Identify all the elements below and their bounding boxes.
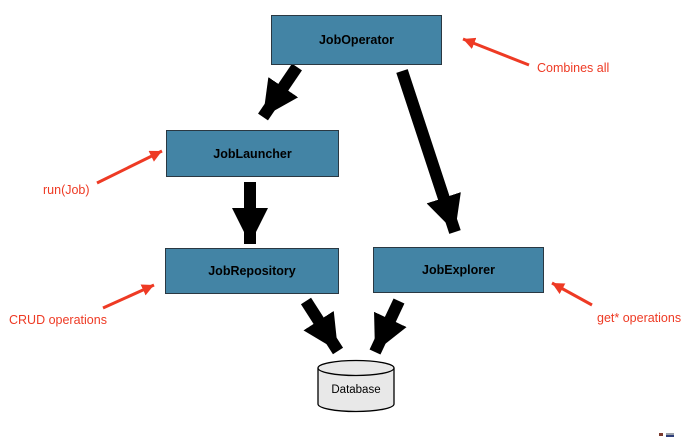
annotation-combines-all: Combines all — [537, 61, 610, 75]
database-cylinder-icon — [317, 359, 395, 413]
node-job-explorer: JobExplorer — [373, 247, 544, 293]
node-job-launcher-label: JobLauncher — [213, 146, 292, 161]
node-job-launcher: JobLauncher — [166, 130, 339, 177]
page-corner-fragment-right-bottom — [666, 435, 674, 437]
arrow-jobrepository-to-database — [300, 297, 344, 355]
page-corner-fragment-left — [659, 433, 663, 436]
node-job-operator: JobOperator — [271, 15, 442, 65]
arrow-annotation-get-operations — [551, 281, 593, 307]
arrow-joboperator-to-joblauncher — [258, 63, 302, 121]
arrow-joboperator-to-jobexplorer — [396, 69, 461, 234]
arrow-annotation-run-job — [96, 149, 163, 185]
page-corner-fragment-right-top — [666, 433, 674, 435]
annotation-get-operations: get* operations — [597, 311, 682, 325]
node-job-repository-label: JobRepository — [208, 264, 296, 278]
annotation-crud-operations: CRUD operations — [9, 313, 107, 327]
database-label: Database — [331, 384, 381, 396]
arrow-annotation-combines-all — [462, 37, 530, 67]
node-job-operator-label: JobOperator — [318, 33, 394, 47]
arrow-annotation-crud-operations — [102, 283, 155, 310]
node-job-explorer-label: JobExplorer — [422, 263, 495, 277]
node-job-repository: JobRepository — [165, 248, 339, 294]
arrow-jobexplorer-to-database — [369, 298, 407, 355]
annotation-run-job: run(Job) — [43, 183, 90, 197]
